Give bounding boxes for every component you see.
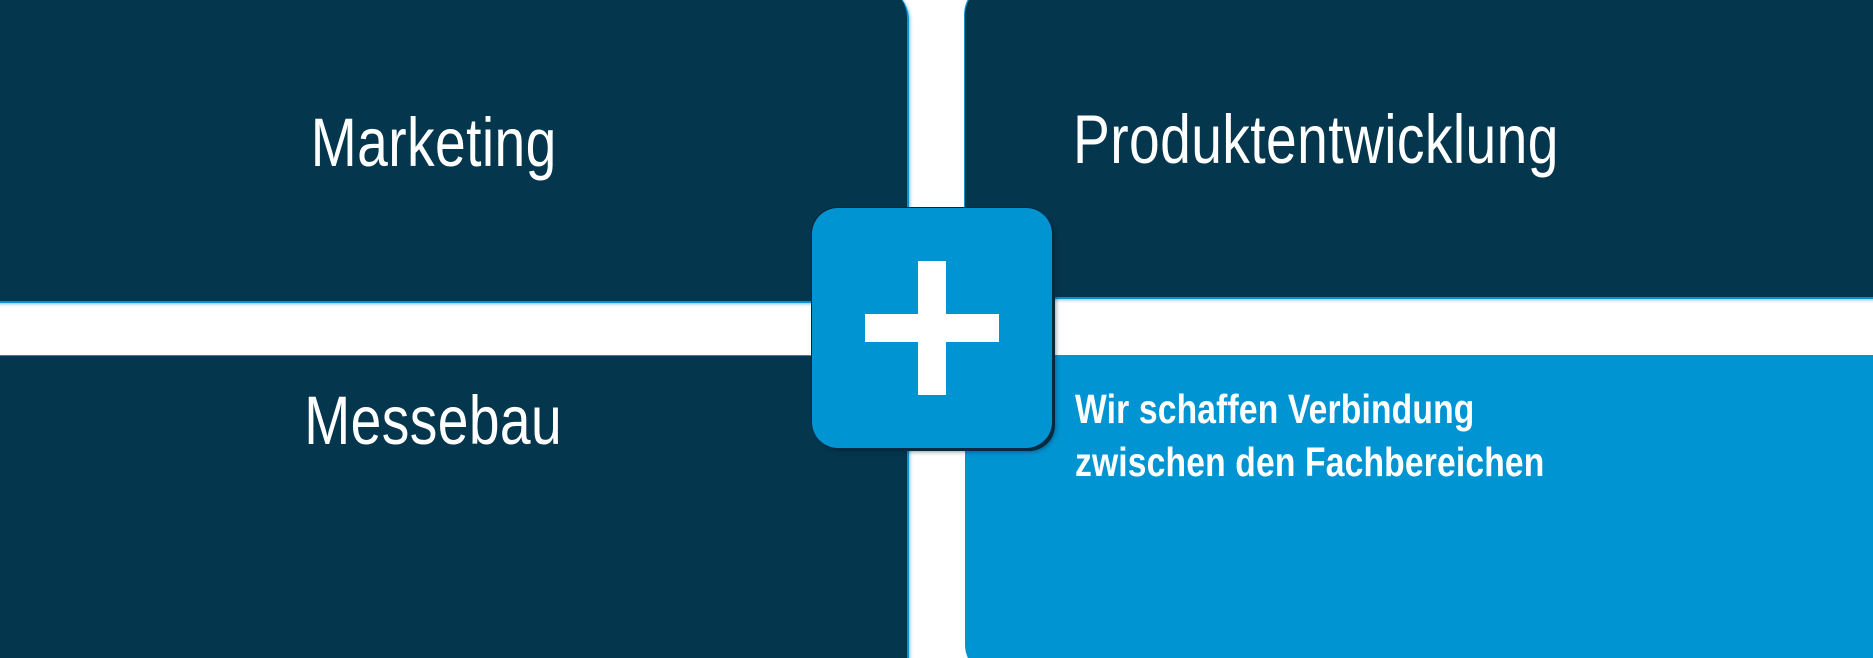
tagline-text: Wir schaffen Verbindung zwischen den Fac… xyxy=(1075,383,1544,490)
plus-badge[interactable] xyxy=(812,208,1052,448)
card-messebau[interactable]: Messebau xyxy=(0,356,907,658)
tagline-line-1: Wir schaffen Verbindung xyxy=(1075,386,1475,432)
card-produktentwicklung-label: Produktentwicklung xyxy=(1073,101,1559,178)
card-messebau-label: Messebau xyxy=(304,382,563,459)
card-marketing[interactable]: Marketing xyxy=(0,0,907,301)
plus-icon-horizontal-bar xyxy=(865,314,999,342)
card-marketing-label: Marketing xyxy=(310,104,557,181)
card-tagline[interactable]: Wir schaffen Verbindung zwischen den Fac… xyxy=(965,355,1873,658)
card-produktentwicklung[interactable]: Produktentwicklung xyxy=(965,0,1873,297)
tagline-line-2: zwischen den Fachbereichen xyxy=(1075,439,1545,486)
plus-icon xyxy=(865,261,999,395)
